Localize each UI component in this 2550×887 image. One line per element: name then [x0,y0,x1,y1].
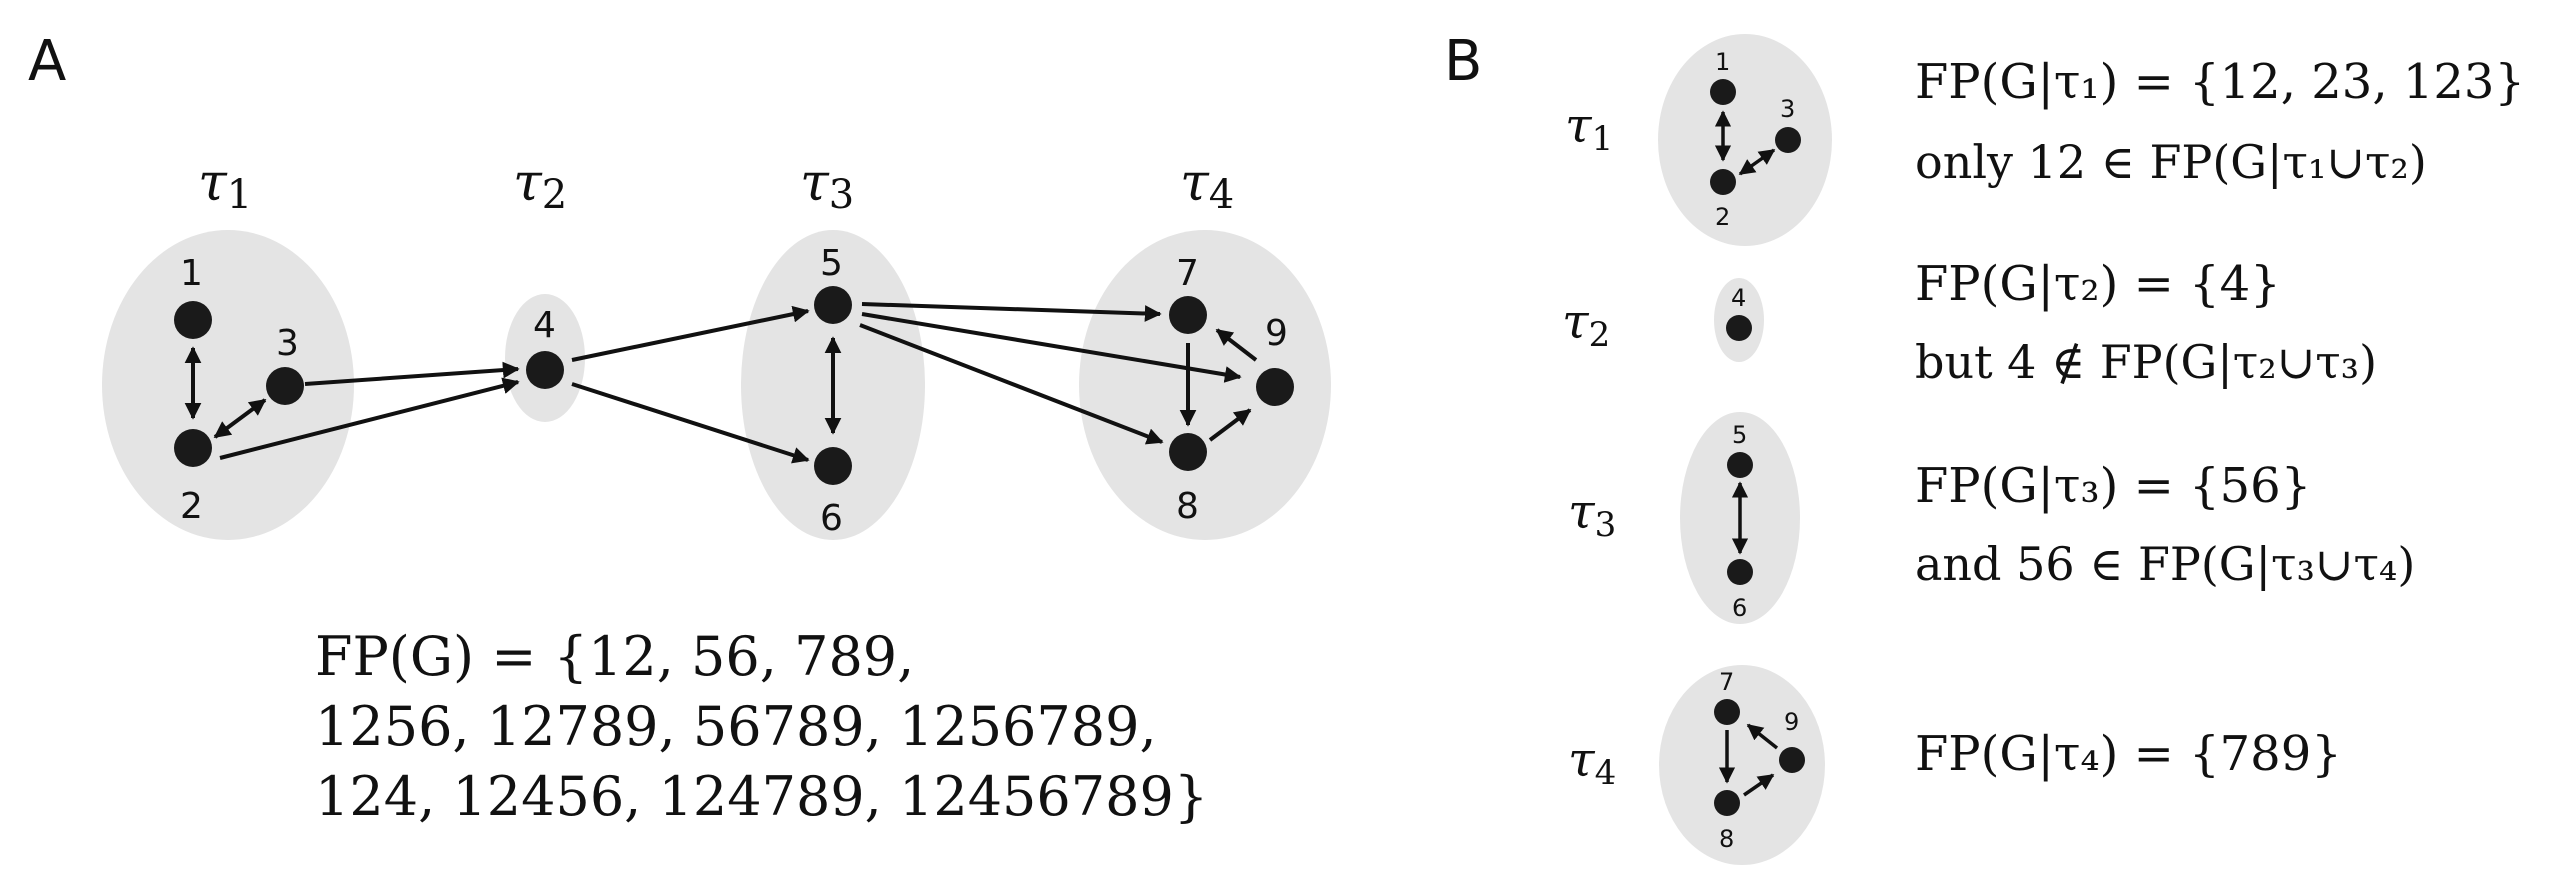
node-4 [526,351,564,389]
fp-set-line-1: FP(G) = {12, 56, 789, [315,625,914,688]
node-5 [814,286,852,324]
row-tau4-label: τ4 [1568,732,1616,793]
row-tau3-line-2: and 56 ∈ FP(G|τ₃∪τ₄) [1915,537,2415,591]
row-tau1-node-label-2: 2 [1715,203,1730,231]
edge-9-7 [1215,328,1258,362]
row-tau1-line-1: FP(G|τ₁) = {12, 23, 123} [1915,54,2525,110]
group-tau1-region [102,230,354,540]
row-tau4-node-9 [1779,747,1805,773]
group-tau4-region [1079,230,1331,540]
edge-4-5 [571,305,810,362]
row-tau4-node-8 [1714,790,1740,816]
row-tau1-node-3 [1775,127,1801,153]
node-label-1: 1 [180,253,203,294]
row-tau1: τ1 1 2 3 FP(G|τ₁) = {12, 23, 123} only 1… [1565,34,2525,246]
row-tau4-node-label-8: 8 [1719,825,1734,853]
panel-a-label: A [28,29,66,94]
row-tau1-edge-2-3 [1738,148,1776,176]
row-tau1-region [1658,34,1832,246]
node-9 [1256,368,1294,406]
fp-set-line-2: 1256, 12789, 56789, 1256789, [315,695,1157,758]
node-2 [174,429,212,467]
row-tau4-node-label-9: 9 [1784,708,1799,736]
node-label-4: 4 [533,305,556,346]
row-tau1-node-label-1: 1 [1715,48,1730,76]
row-tau3-line-1: FP(G|τ₃) = {56} [1915,458,2311,514]
row-tau2-line-2: but 4 ∉ FP(G|τ₂∪τ₃) [1915,335,2377,389]
node-label-8: 8 [1176,486,1199,527]
row-tau3-node-label-5: 5 [1732,421,1747,449]
node-label-7: 7 [1176,253,1199,294]
row-tau3: τ3 5 6 FP(G|τ₃) = {56} and 56 ∈ FP(G|τ₃∪… [1568,412,2415,624]
row-tau4-node-7 [1714,699,1740,725]
row-tau1-label: τ1 [1565,98,1613,159]
panel-b-label: B [1444,29,1482,94]
group-tau3-label: τ3 [800,153,854,218]
edge-5-8 [859,323,1164,445]
row-tau4: τ4 7 8 9 FP(G|τ₄) = {789} [1568,665,2342,865]
row-tau4-region [1659,665,1825,865]
edge-5-7 [861,302,1162,322]
node-1 [174,301,212,339]
node-label-2: 2 [180,486,203,527]
row-tau2-line-1: FP(G|τ₂) = {4} [1915,256,2281,312]
row-tau4-edge-9-7 [1746,723,1779,750]
row-tau4-edge-8-9 [1743,773,1775,797]
row-tau2-node-4 [1726,315,1752,341]
edge-5-9 [861,312,1242,383]
node-label-9: 9 [1265,313,1288,354]
row-tau2-node-label-4: 4 [1731,284,1746,312]
group-tau1-label: τ1 [198,153,252,218]
row-tau2: τ2 4 FP(G|τ₂) = {4} but 4 ∉ FP(G|τ₂∪τ₃) [1562,256,2377,389]
node-6 [814,447,852,485]
node-label-3: 3 [276,323,299,364]
edge-2-4 [219,377,520,460]
fp-set-line-3: 124, 12456, 124789, 12456789} [315,765,1208,828]
edge-3-4 [304,361,520,386]
row-tau3-node-5 [1727,452,1753,478]
row-tau1-node-2 [1710,169,1736,195]
row-tau3-node-label-6: 6 [1732,594,1747,622]
node-8 [1169,433,1207,471]
node-3 [266,367,304,405]
edge-8-9 [1208,408,1252,442]
node-7 [1169,296,1207,334]
edge-2-3 [213,398,267,439]
row-tau4-node-label-7: 7 [1719,668,1734,696]
group-tau4-label: τ4 [1180,153,1234,218]
group-tau2-label: τ2 [513,153,567,218]
row-tau2-label: τ2 [1562,294,1610,355]
row-tau3-label: τ3 [1568,484,1616,545]
row-tau1-node-1 [1710,79,1736,105]
row-tau1-line-2: only 12 ∈ FP(G|τ₁∪τ₂) [1915,135,2427,189]
panel-a: A τ1 τ2 τ3 τ4 1 [28,29,1331,828]
row-tau1-node-label-3: 3 [1780,95,1795,123]
row-tau3-node-6 [1727,559,1753,585]
row-tau4-line-1: FP(G|τ₄) = {789} [1915,726,2342,782]
edge-4-6 [571,382,810,464]
panel-b: B τ1 1 2 3 FP(G|τ₁) = {12, 23, 123} only… [1444,29,2525,865]
node-label-5: 5 [820,243,843,284]
node-label-6: 6 [820,498,843,539]
